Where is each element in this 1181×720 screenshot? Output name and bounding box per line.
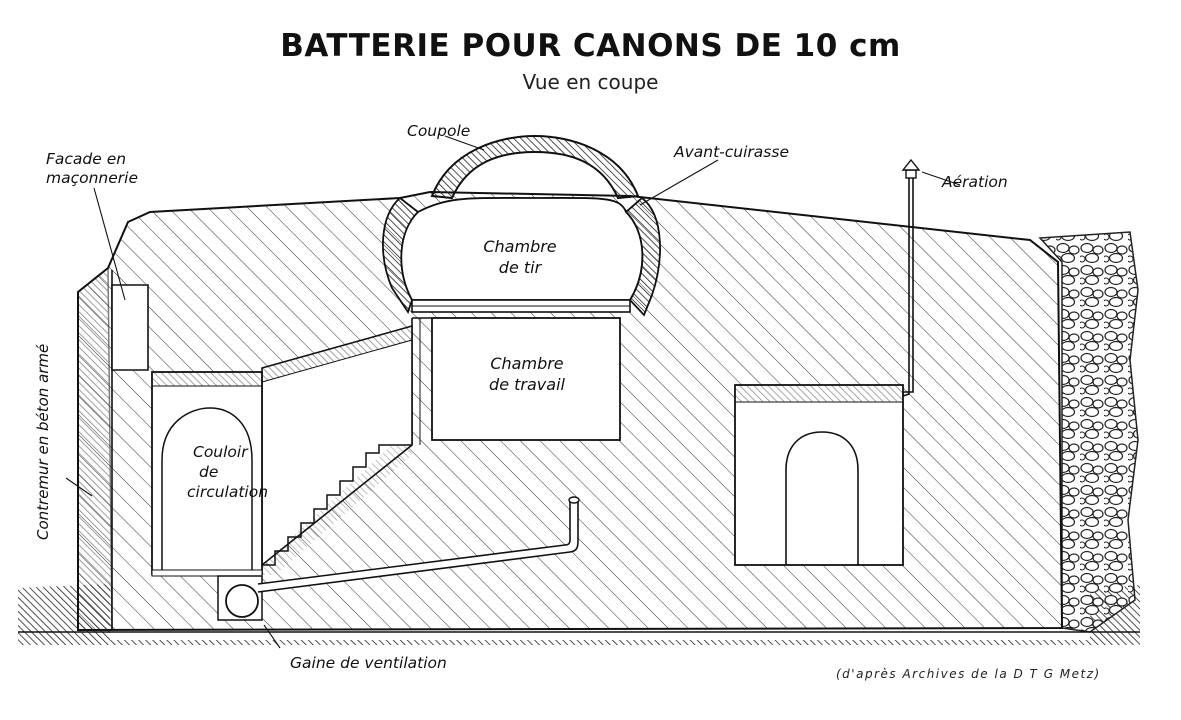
couloir-de-circulation xyxy=(151,371,263,575)
label-gaine-ventilation: Gaine de ventilation xyxy=(290,654,447,672)
label-aeration: Aération xyxy=(942,173,1008,191)
label-couloir-line2: de xyxy=(199,463,219,481)
label-chambre-travail-line2: de travail xyxy=(489,375,565,394)
label-facade-line1: Facade en xyxy=(46,150,127,168)
label-contremur: Contremur en béton armé xyxy=(34,343,52,540)
label-chambre-tir-line1: Chambre xyxy=(483,237,557,256)
chambre-de-travail xyxy=(431,317,621,441)
diagram-title: BATTERIE POUR CANONS DE 10 cm xyxy=(280,28,901,64)
right-room xyxy=(734,384,904,566)
gaine-de-ventilation xyxy=(225,584,259,618)
label-coupole: Coupole xyxy=(407,122,471,140)
diagram-subtitle: Vue en coupe xyxy=(522,70,659,94)
label-chambre-tir-line2: de tir xyxy=(498,258,542,277)
facade-masonry xyxy=(111,284,149,371)
label-couloir-line3: circulation xyxy=(187,483,269,501)
label-facade-line2: maçonnerie xyxy=(46,169,139,187)
label-couloir-line1: Couloir xyxy=(193,443,248,461)
label-chambre-travail-line1: Chambre xyxy=(490,354,564,373)
stone-backfill xyxy=(1038,231,1139,633)
source-credit: (d'après Archives de la D T G Metz) xyxy=(836,667,1101,681)
contremur-wall xyxy=(77,266,113,631)
aeration-pipe xyxy=(902,178,914,398)
label-avant-cuirasse: Avant-cuirasse xyxy=(674,143,789,161)
coupola-dome xyxy=(430,134,640,200)
chambre-de-tir xyxy=(400,197,644,301)
